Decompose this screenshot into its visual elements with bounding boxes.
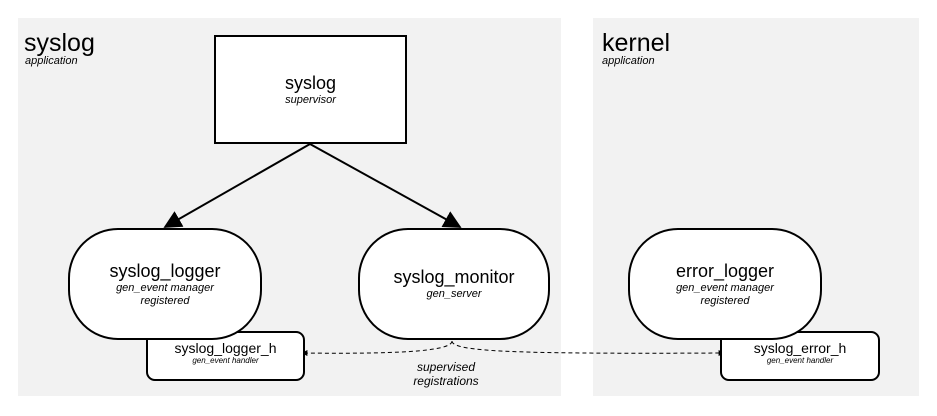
registrations-label: supervised registrations	[404, 360, 488, 388]
node-subtitle-line1: gen_event manager	[116, 281, 214, 294]
handler-title: syslog_error_h	[753, 340, 847, 356]
kernel-application-subtitle: application	[602, 55, 655, 67]
supervises-monitor-arrow	[309, 143, 462, 228]
registration-link-right	[451, 340, 725, 357]
syslog-supervisor-node: syslog supervisor	[214, 35, 407, 144]
error-logger-node: error_logger gen_event manager registere…	[628, 228, 822, 340]
node-subtitle: gen_server	[426, 288, 482, 300]
registrations-label-line1: supervised	[416, 360, 476, 374]
node-subtitle-line2: registered	[700, 294, 750, 307]
syslog-application-title: syslog	[24, 29, 95, 57]
handler-subtitle: gen_event handler	[766, 356, 834, 365]
node-subtitle-line1: gen_event manager	[676, 281, 774, 294]
node-title: syslog_logger	[109, 260, 221, 281]
registrations-label-line2: registrations	[413, 374, 479, 388]
node-title: error_logger	[675, 260, 775, 281]
syslog-logger-node: syslog_logger gen_event manager register…	[68, 228, 262, 340]
node-title: syslog_monitor	[393, 267, 515, 287]
kernel-application-title: kernel	[602, 29, 671, 57]
registration-link-left	[301, 340, 453, 357]
handler-subtitle: gen_event handler	[192, 356, 259, 365]
node-subtitle: supervisor	[285, 93, 336, 106]
syslog-application-subtitle: application	[25, 55, 78, 67]
syslog-monitor-node: syslog_monitor gen_server	[358, 228, 550, 340]
supervises-logger-arrow	[163, 143, 311, 228]
handler-title: syslog_logger_h	[174, 340, 277, 356]
node-title: syslog	[284, 72, 337, 93]
node-subtitle-line2: registered	[140, 294, 190, 307]
